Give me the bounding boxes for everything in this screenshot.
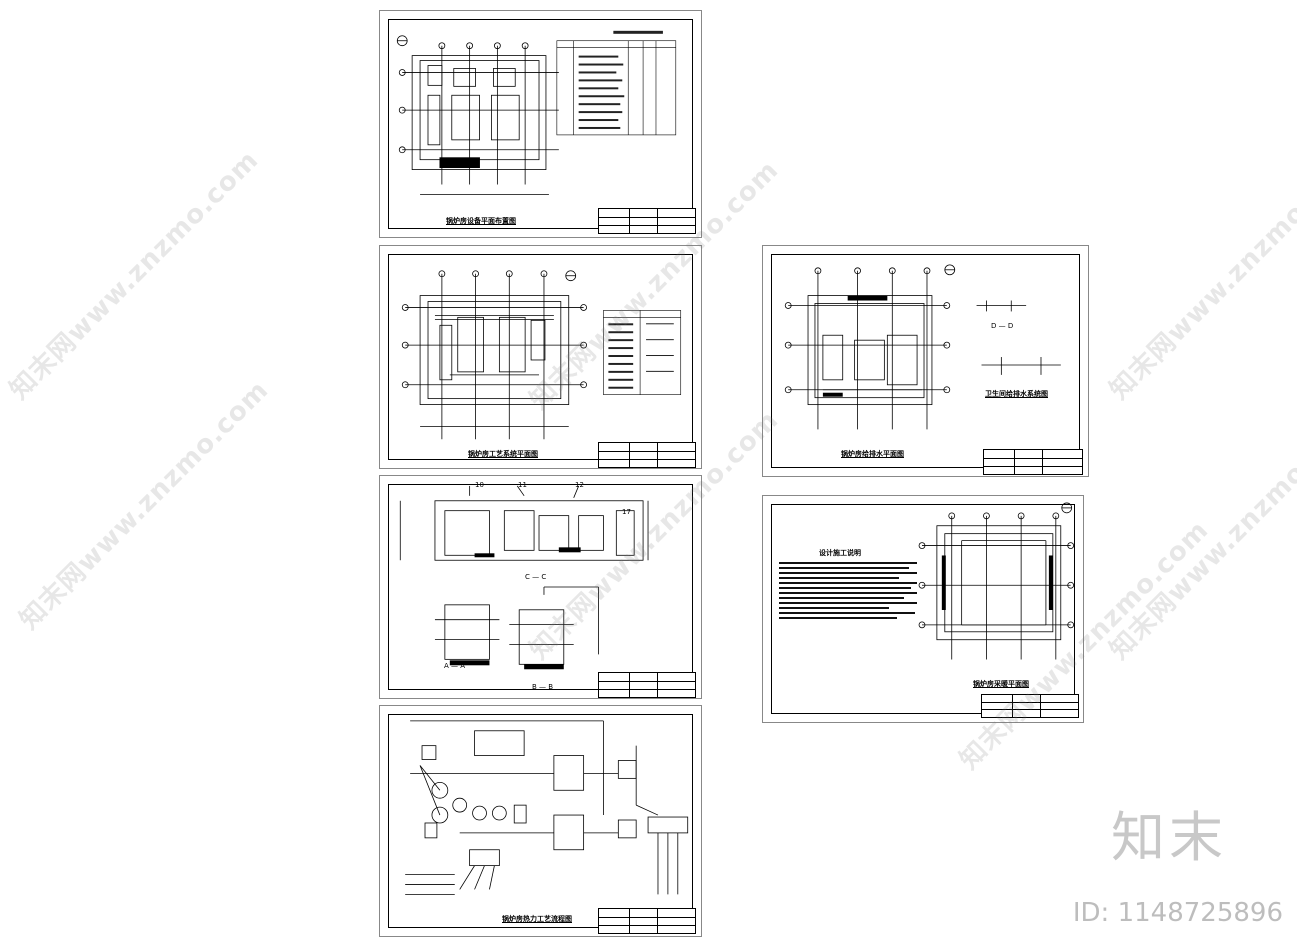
notes-line xyxy=(779,582,917,584)
drawing-sheet-thermal-flow: 锅炉房热力工艺流程图 xyxy=(379,705,702,937)
section-label-dd: D — D xyxy=(991,322,1014,330)
notes-line xyxy=(779,617,897,619)
flow-diagram xyxy=(405,720,689,895)
notes-line xyxy=(779,572,917,574)
water-plan-drawing xyxy=(784,264,1061,430)
sheet-border xyxy=(771,254,1080,468)
section-label-bb: B — B xyxy=(532,683,554,691)
watermark: 知末网www.znzmo.com xyxy=(1104,145,1297,406)
floor-plan-drawing xyxy=(396,30,677,195)
drawing-sheet-sections: C — C A — A B — B 10 11 12 17 xyxy=(379,475,702,699)
callout-11: 11 xyxy=(518,481,527,489)
sheet-caption: 锅炉房给排水平面图 xyxy=(841,450,904,458)
notes-line xyxy=(779,612,915,614)
sheet-border xyxy=(771,504,1075,714)
drawing-sheet-equipment-layout: 锅炉房设备平面布置图 xyxy=(379,10,702,238)
sheet-border xyxy=(388,254,693,460)
callout-17: 17 xyxy=(622,508,631,516)
notes-line xyxy=(779,592,917,594)
sheet-caption: 锅炉房设备平面布置图 xyxy=(446,217,516,225)
notes-line xyxy=(779,587,911,589)
title-block xyxy=(598,208,696,234)
heating-plan-drawing xyxy=(918,502,1075,660)
notes-line xyxy=(779,562,917,564)
callout-12: 12 xyxy=(575,481,584,489)
sheet-border xyxy=(388,19,693,229)
title-block xyxy=(598,442,696,468)
notes-line xyxy=(779,602,917,604)
notes-line xyxy=(779,577,899,579)
title-block xyxy=(598,672,696,698)
title-block xyxy=(981,694,1079,718)
sheet-caption: 锅炉房工艺系统平面图 xyxy=(468,450,538,458)
sheet-border xyxy=(388,714,693,928)
sheet-border xyxy=(388,484,693,690)
asset-id: ID: 1148725896 xyxy=(1072,898,1283,928)
sub-caption: 卫生间给排水系统图 xyxy=(985,390,1048,398)
watermark: 知末网www.znzmo.com xyxy=(14,375,275,636)
watermark: 知末网www.znzmo.com xyxy=(4,145,265,406)
title-block xyxy=(983,449,1083,475)
notes-line xyxy=(779,607,889,609)
drawing-sheet-heating: 设计施工说明 锅炉房采暖平面图 xyxy=(762,495,1084,723)
brand-logo: 知末 xyxy=(1111,806,1227,869)
title-block xyxy=(598,908,696,934)
notes-title: 设计施工说明 xyxy=(819,549,861,557)
notes-line xyxy=(779,597,904,599)
notes-line xyxy=(779,567,909,569)
callout-10: 10 xyxy=(475,481,484,489)
process-plan-drawing xyxy=(401,270,682,440)
sheet-caption: 锅炉房热力工艺流程图 xyxy=(502,915,572,923)
drawing-sheet-water-supply: D — D 卫生间给排水系统图 锅炉房给排水平面图 xyxy=(762,245,1089,477)
section-drawings xyxy=(399,485,649,670)
section-label-cc: C — C xyxy=(525,573,547,581)
section-label-aa: A — A xyxy=(444,662,466,670)
sheet-caption: 锅炉房采暖平面图 xyxy=(973,680,1029,688)
drawing-sheet-process-system: 锅炉房工艺系统平面图 xyxy=(379,245,702,469)
